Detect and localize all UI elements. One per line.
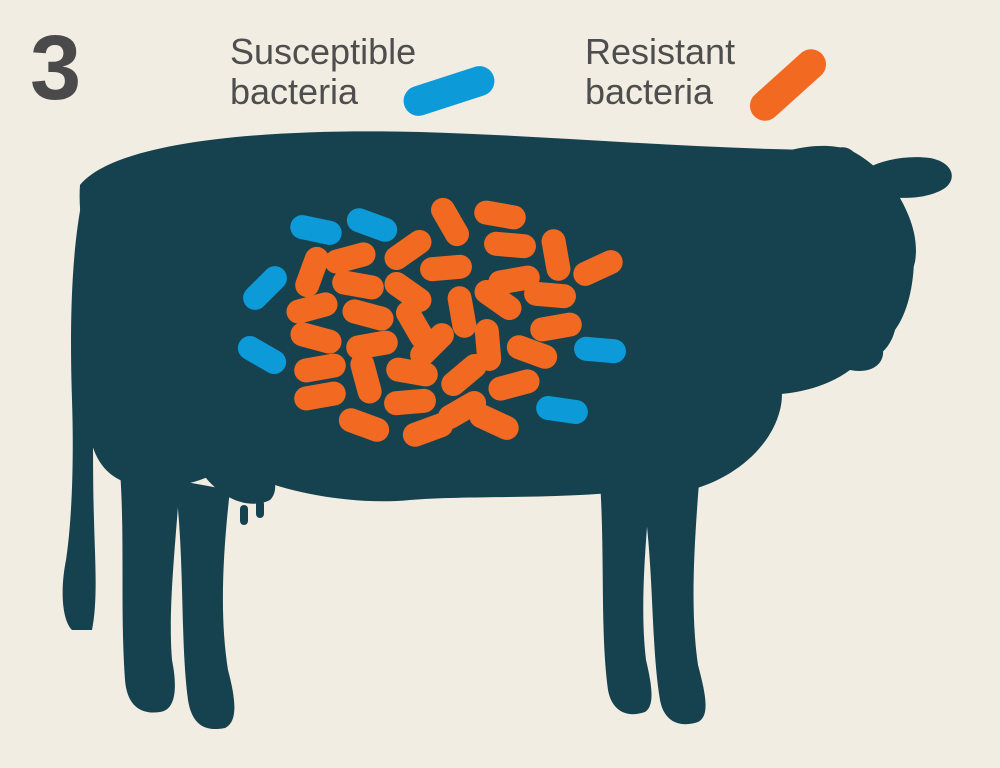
susceptible-bacterium <box>290 215 342 245</box>
resistant-bacterium <box>469 404 519 440</box>
susceptible-bacterium <box>574 336 626 364</box>
susceptible-bacterium <box>536 396 588 424</box>
cow-silhouette-icon <box>62 131 952 730</box>
cow-chest <box>640 330 782 490</box>
susceptible-legend-label: Susceptible bacteria <box>230 32 416 112</box>
resistant-bacterium <box>290 322 342 354</box>
resistant-bacterium <box>295 246 329 298</box>
resistant-bacterium <box>338 408 390 442</box>
resistant-bacterium <box>324 242 376 274</box>
susceptible-legend-swatch <box>403 66 495 116</box>
resistant-bacterium <box>402 413 454 447</box>
cow-teat <box>240 505 248 525</box>
cow-hind-leg <box>175 480 235 730</box>
resistant-bacterium <box>474 279 522 321</box>
cow-teat <box>256 500 264 518</box>
resistant-bacterium <box>441 354 487 396</box>
resistant-bacterium <box>488 369 540 401</box>
cow-front-leg <box>640 470 706 725</box>
resistant-bacterium <box>524 281 576 309</box>
step-number: 3 <box>30 17 82 119</box>
resistant-bacterium <box>447 286 477 338</box>
cow-udder <box>200 465 276 504</box>
resistant-bacterium <box>384 271 432 313</box>
resistant-legend-swatch <box>749 49 827 121</box>
cow-tail <box>62 200 96 630</box>
resistant-label-line2: bacteria <box>585 71 714 112</box>
resistant-legend-label: Resistant bacteria <box>585 32 735 112</box>
resistant-bacterium <box>294 381 346 411</box>
resistant-bacterium <box>506 335 558 369</box>
resistant-bacterium <box>541 229 571 281</box>
resistant-bacterium <box>346 330 398 360</box>
cow-front-leg <box>600 480 652 715</box>
resistant-bacterium <box>474 200 526 230</box>
resistant-bacterium <box>342 299 394 331</box>
resistant-bacterium <box>431 197 469 247</box>
resistant-bacterium <box>573 250 623 286</box>
susceptible-label-line2: bacteria <box>230 71 359 112</box>
bacteria-cluster <box>237 197 626 447</box>
resistant-bacterium <box>386 357 438 387</box>
resistant-bacterium <box>286 292 338 324</box>
resistant-label-line1: Resistant <box>585 31 736 72</box>
resistant-bacterium <box>332 270 384 300</box>
susceptible-label-line1: Susceptible <box>230 31 417 72</box>
resistant-bacterium <box>350 352 382 404</box>
susceptible-bacterium <box>243 266 287 310</box>
susceptible-bacterium <box>237 336 287 374</box>
susceptible-bacterium <box>346 208 398 242</box>
cow-hind-leg <box>120 470 180 713</box>
resistant-bacterium <box>420 254 472 282</box>
resistant-bacterium <box>484 231 536 259</box>
resistant-bacterium <box>294 353 346 383</box>
resistant-bacterium <box>384 388 436 416</box>
resistant-bacterium <box>410 323 454 367</box>
resistant-bacterium <box>530 312 582 342</box>
resistant-bacterium <box>384 229 432 271</box>
cow-head <box>760 145 915 361</box>
